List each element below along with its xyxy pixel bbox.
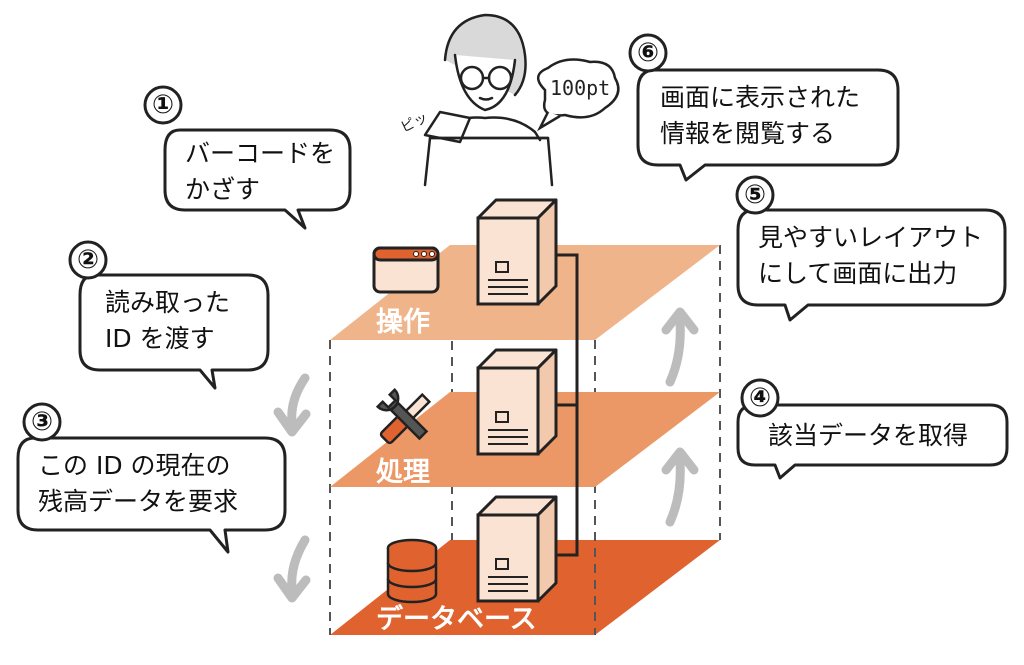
layer-top-label: 操作 <box>376 307 430 338</box>
person-illustration <box>423 13 554 187</box>
step-text-1: バーコードを かざす <box>185 139 336 204</box>
server-bottom <box>476 495 558 603</box>
bubble-2 <box>78 273 270 390</box>
step-number-2: ② <box>76 245 99 275</box>
bubble-3 <box>16 436 287 554</box>
step-number-4: ④ <box>748 383 771 413</box>
arrow-up-2 <box>661 447 699 527</box>
arrow-down-1 <box>273 373 311 437</box>
bubble-5 <box>736 208 1007 322</box>
server-middle <box>476 348 558 456</box>
points-speech: 100pt <box>550 76 611 100</box>
step-number-1: ① <box>151 90 174 120</box>
step-number-6: ⑥ <box>636 38 659 68</box>
arrow-up-1 <box>661 307 699 387</box>
speech-cloud <box>536 58 620 132</box>
step-text-6: 画面に表示された 情報を閲覧する <box>660 83 861 148</box>
bubble-6 <box>636 68 900 182</box>
step-text-2: 読み取った ID を渡す <box>105 288 231 353</box>
step-number-5: ⑤ <box>743 180 766 210</box>
step-number-3: ③ <box>30 407 53 437</box>
layer-bottom-label: データベース <box>376 604 537 635</box>
layer-middle-label: 処理 <box>376 457 430 488</box>
arrow-down-2 <box>273 535 311 603</box>
browser-window-icon <box>372 246 440 294</box>
step-badges <box>22 33 780 442</box>
database-icon <box>386 538 438 604</box>
step-text-3: この ID の現在の 残高データを要求 <box>38 451 239 516</box>
bubble-1 <box>163 128 352 230</box>
step-text-4: 該当データを取得 <box>768 421 969 450</box>
server-top <box>476 198 558 306</box>
step-text-5: 見やすいレイアウト にして画面に出力 <box>758 223 984 288</box>
wrench-screwdriver-icon <box>375 387 432 445</box>
bubble-4 <box>736 403 1009 480</box>
